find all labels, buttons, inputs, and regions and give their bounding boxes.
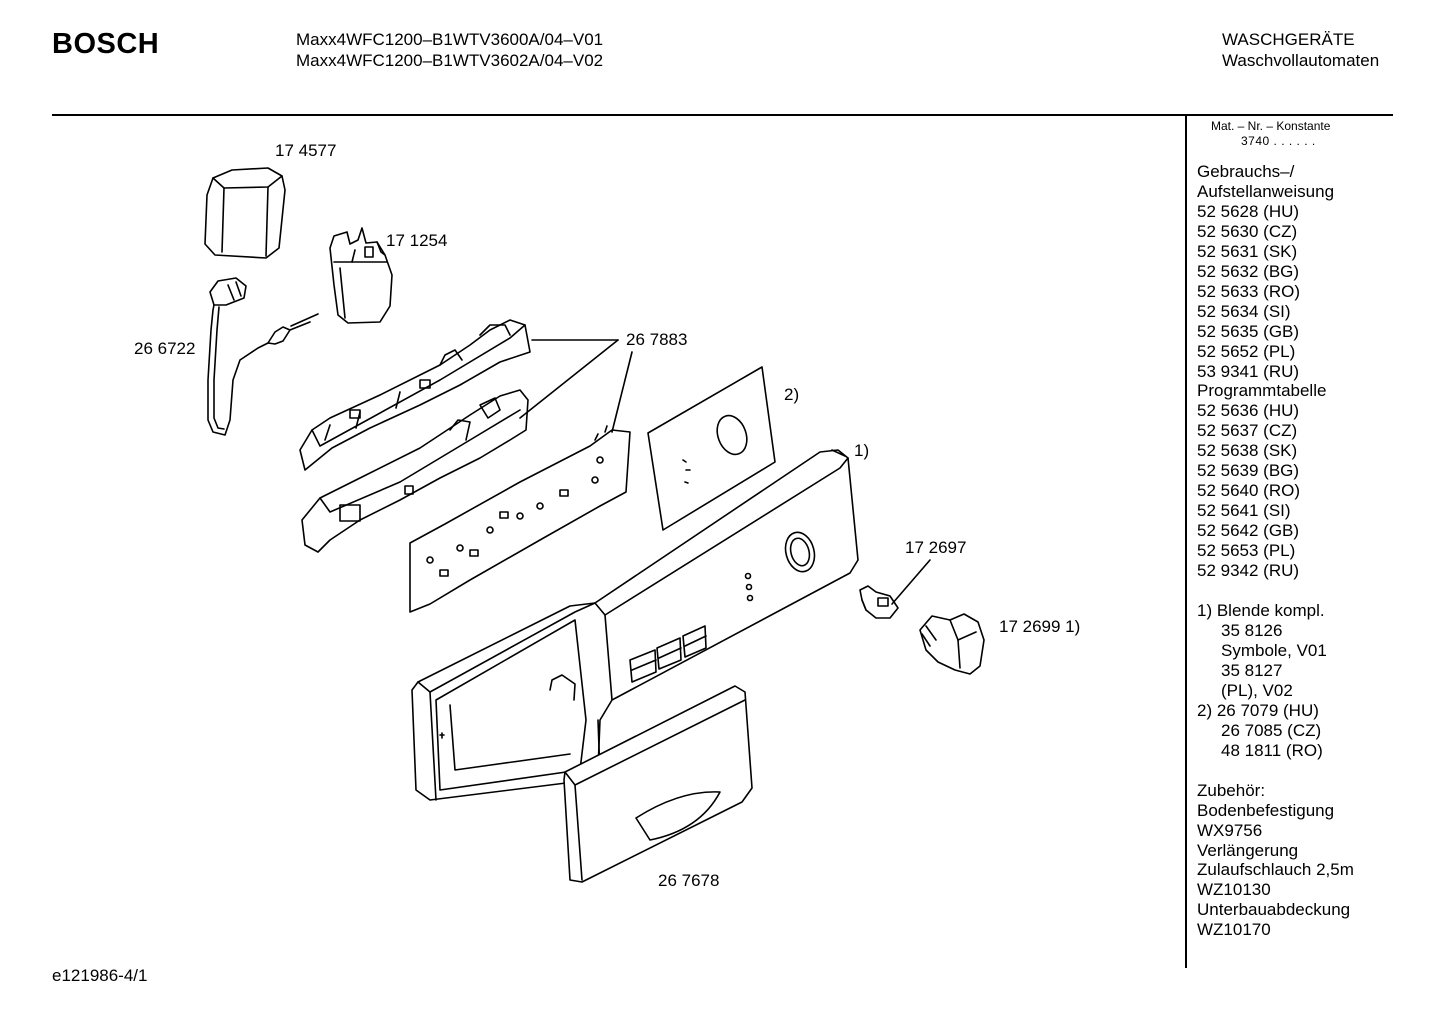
model-line-1: Maxx4WFC1200–B1WTV3600A/04–V01	[296, 30, 604, 49]
list-item: 52 5634 (SI)	[1197, 301, 1291, 321]
drawing-code: e121986-4/1	[52, 966, 148, 985]
zubehoer-item: Verlängerung	[1197, 840, 1299, 860]
zubehoer-item: WZ10130	[1197, 880, 1271, 900]
zubehoer-item: Zulaufschlauch 2,5m	[1197, 860, 1354, 880]
electronic-module-part	[409, 425, 631, 613]
note-1: 1) Blende kompl.	[1197, 601, 1325, 621]
note-2: 2) 26 7079 (HU)	[1197, 700, 1319, 720]
list-item: 52 5628 (HU)	[1197, 201, 1300, 221]
knob-indicator-part	[919, 613, 985, 675]
part-label-note1: 1)	[854, 441, 870, 460]
front-panel-part	[411, 449, 859, 801]
note-1: 35 8126	[1221, 620, 1283, 640]
category-line-2: Waschvollautomaten	[1222, 51, 1380, 70]
part-label-172699: 17 2699 1)	[999, 617, 1081, 636]
control-frame-lower-part	[301, 389, 529, 553]
list-item: 52 9342 (RU)	[1197, 561, 1300, 581]
note-2: 26 7085 (CZ)	[1221, 720, 1322, 740]
list-item: 52 5630 (CZ)	[1197, 221, 1298, 241]
leader-267883	[519, 339, 633, 433]
knob-part	[859, 559, 931, 619]
filter-cap-part	[204, 167, 286, 259]
brand-logo: BOSCH	[52, 28, 160, 60]
category-line-1: WASCHGERÄTE	[1222, 30, 1355, 49]
note-1: Symbole, V01	[1221, 640, 1327, 660]
part-label-267883: 26 7883	[626, 330, 688, 349]
list-item: 52 5636 (HU)	[1197, 401, 1300, 421]
zubehoer-item: Unterbauabdeckung	[1197, 900, 1351, 920]
list-item: 52 5640 (RO)	[1197, 481, 1300, 501]
part-label-171254: 17 1254	[386, 231, 448, 250]
konstante: 3740 . . . . . .	[1241, 134, 1316, 148]
leader-note1	[831, 449, 846, 457]
part-label-266722: 26 6722	[134, 339, 196, 358]
note-2: 48 1811 (RO)	[1221, 740, 1323, 760]
list-item: 52 5637 (CZ)	[1197, 421, 1298, 441]
list-item: 52 5633 (RO)	[1197, 281, 1300, 301]
part-label-267678: 26 7678	[658, 871, 720, 890]
anleitung-title: Aufstellanweisung	[1197, 181, 1335, 201]
list-item: 52 5652 (PL)	[1197, 341, 1296, 361]
exploded-parts-drawing	[204, 167, 985, 883]
anleitung-title: Gebrauchs–/	[1197, 162, 1295, 181]
interference-filter-part	[329, 227, 393, 324]
part-label-172697: 17 2697	[905, 538, 967, 557]
drawer-handle-part	[563, 685, 753, 883]
program-label-sheet-part	[647, 366, 776, 531]
list-item: 52 5653 (PL)	[1197, 541, 1296, 561]
part-label-174577: 17 4577	[275, 141, 337, 160]
mat-header: Mat. – Nr. – Konstante	[1211, 119, 1331, 133]
header-rule	[52, 114, 1393, 116]
programm-title: Programmtabelle	[1197, 381, 1327, 401]
parts-list: Gebrauchs–/ Aufstellanweisung 52 5628 (H…	[1197, 162, 1392, 940]
zubehoer-item: WZ10170	[1197, 920, 1271, 940]
mains-cable-part	[207, 277, 319, 436]
zubehoer-item: Bodenbefestigung	[1197, 800, 1335, 820]
note-1: (PL), V02	[1221, 680, 1293, 700]
list-item: 52 5642 (GB)	[1197, 521, 1300, 541]
list-item: 52 5641 (SI)	[1197, 501, 1291, 521]
sidebar-rule	[1185, 116, 1187, 968]
zubehoer-item: WX9756	[1197, 820, 1263, 840]
list-item: 53 9341 (RU)	[1197, 361, 1300, 381]
control-frame-part	[299, 319, 531, 471]
list-item: 52 5639 (BG)	[1197, 461, 1300, 481]
list-item: 52 5632 (BG)	[1197, 261, 1300, 281]
zubehoer-item: Zubehör:	[1197, 780, 1266, 800]
note-1: 35 8127	[1221, 660, 1283, 680]
list-item: 52 5635 (GB)	[1197, 321, 1300, 341]
list-item: 52 5631 (SK)	[1197, 241, 1298, 261]
part-label-note2: 2)	[784, 385, 800, 404]
list-item: 52 5638 (SK)	[1197, 441, 1298, 461]
model-line-2: Maxx4WFC1200–B1WTV3602A/04–V02	[296, 51, 604, 70]
